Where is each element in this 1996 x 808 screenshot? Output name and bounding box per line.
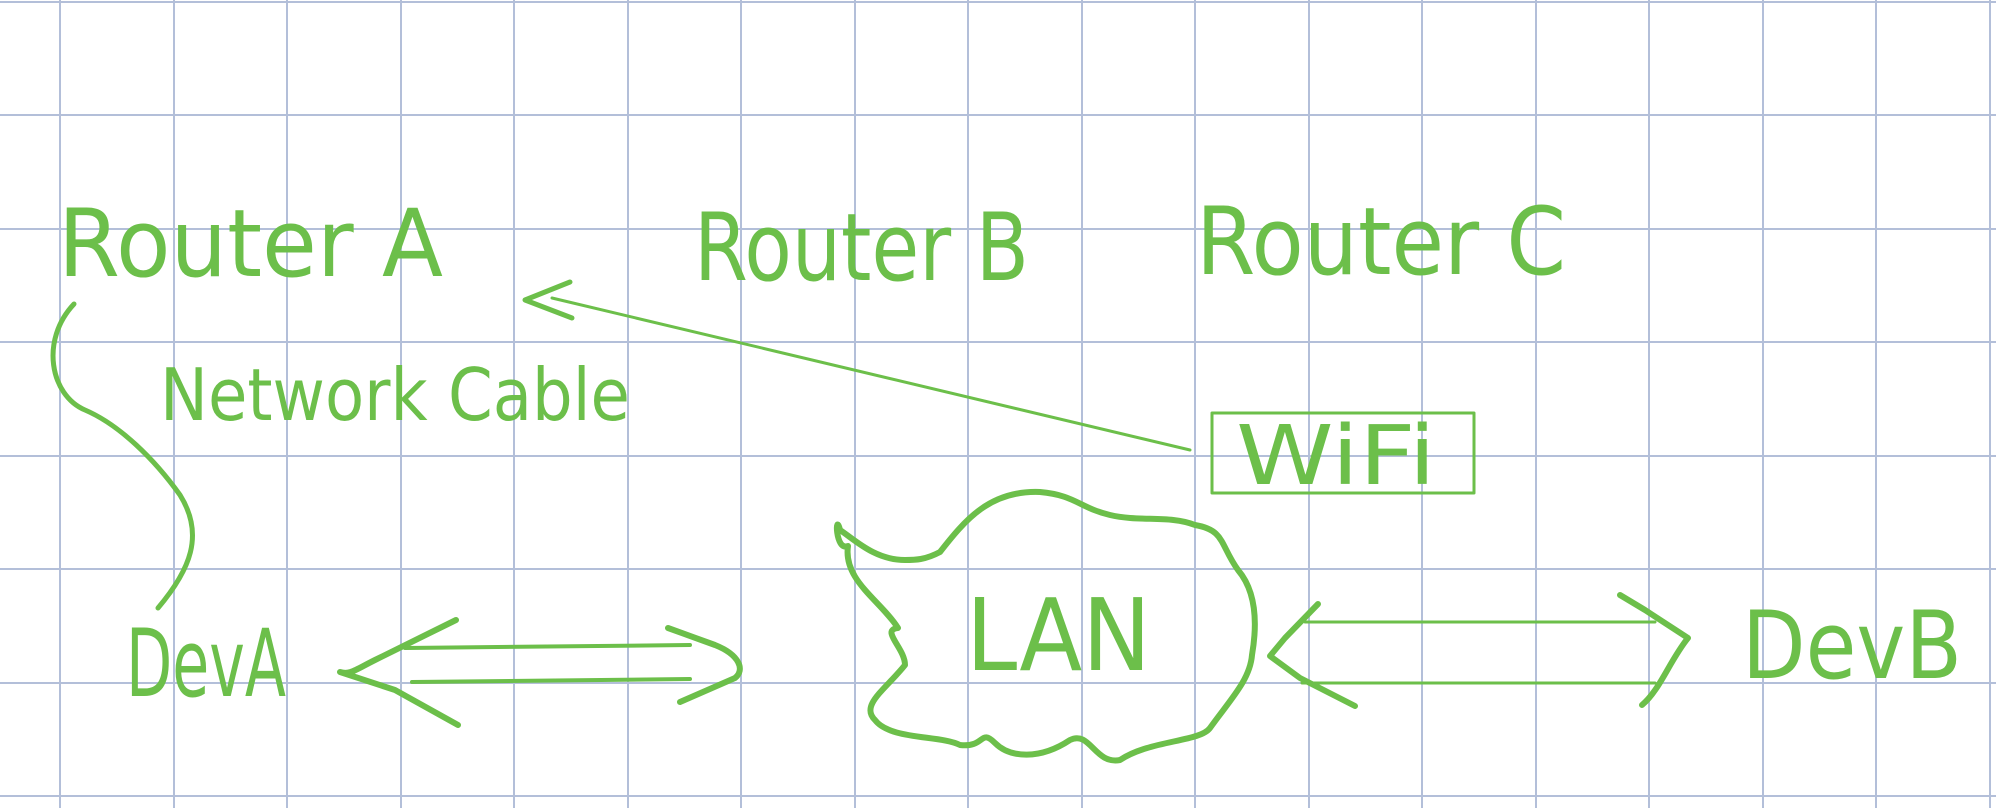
lan-devb-double-arrow [1267,592,1691,709]
router-b-label: Router B [694,194,1029,303]
devb-label: DevB [1742,592,1962,701]
network-cable-label: Network Cable [160,353,630,437]
wifi-arrow-head [522,279,575,321]
network-cable-line [50,301,196,611]
wifi-arrow-line [550,296,1192,452]
router-c-label: Router C [1196,188,1566,297]
deva-label: DevA [126,610,286,719]
lan-cloud [833,488,1258,764]
lan-label: LAN [966,577,1151,694]
router-a-label: Router A [58,190,443,299]
wifi-label: WiFi [1236,409,1436,504]
deva-lan-double-arrow [337,617,743,728]
wifi-box [1210,411,1476,495]
